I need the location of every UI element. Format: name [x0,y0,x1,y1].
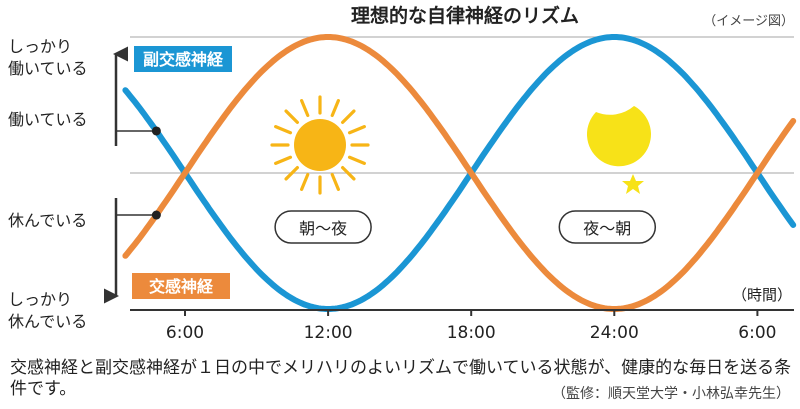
y-axis-label: しっかり働いている [8,37,88,78]
moon-icon [586,106,651,194]
y-axis-label: しっかり休んでいる [8,290,87,331]
x-axis: 6:00 12:00 18:00 24:00 6:00 [130,309,794,343]
period-label: 朝〜夜 [274,210,372,244]
x-tick-label: 12:00 [304,323,353,343]
legend-tag [132,273,230,299]
sun-icon [270,95,370,195]
x-tick-label: 6:00 [166,323,204,343]
series-line [122,34,797,312]
chart-title: 理想的な自律神経のリズム [351,4,579,27]
x-axis-label: （時間） [732,286,792,304]
period-label: 夜〜朝 [558,210,657,244]
legend-label: 交感神経 [149,277,214,296]
y-axis-label: 休んでいる [8,211,87,230]
x-tick-label: 18:00 [447,323,496,343]
series-line [122,34,797,312]
icon-layer [270,95,651,195]
y-axis-label: 働いている [8,110,88,129]
legend-label: 副交感神経 [143,50,224,69]
series-marker [151,126,161,136]
chart-note: （イメージ図） [703,14,794,29]
x-tick-label: 6:00 [738,323,776,343]
x-tick-label: 24:00 [590,323,639,343]
credit-text: （監修：順天堂大学・小林弘幸先生） [552,386,790,402]
svg-text:夜〜朝: 夜〜朝 [583,219,631,238]
svg-text:朝〜夜: 朝〜夜 [299,219,347,238]
autonomic-rhythm-chart: 理想的な自律神経のリズム （イメージ図） しっかり働いている働いている休んでいる… [8,4,797,343]
caption-text: 交感神経と副交感神経が１日の中でメリハリのよいリズムで働いている状態が、健康的な… [10,358,792,399]
legend-tag [134,46,232,72]
grid-layer [130,36,794,174]
series-marker [151,210,161,220]
period-layer: 朝〜夜 夜〜朝 [274,210,657,244]
